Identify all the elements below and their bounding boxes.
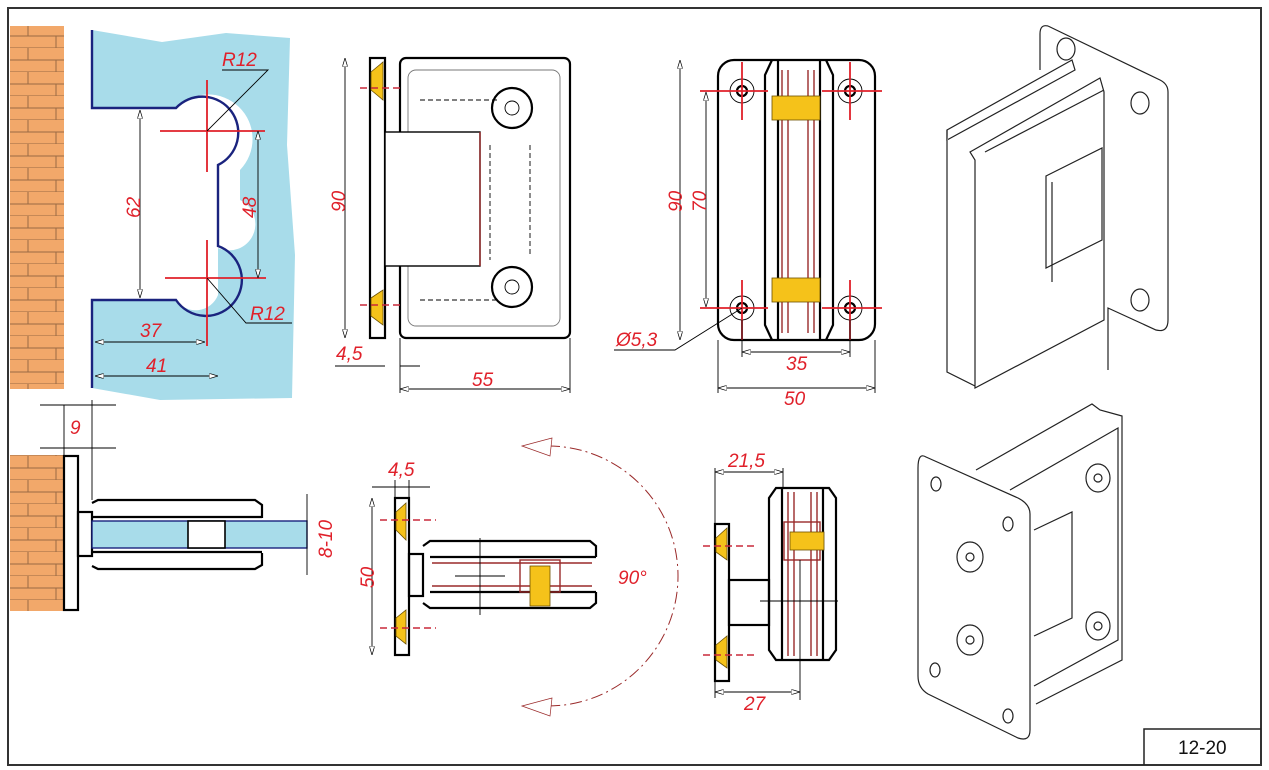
wall-brick-bottom <box>10 455 64 611</box>
dim-front-plate-thickness: 4,5 <box>336 344 363 365</box>
dim-opening-angle: 90° <box>618 568 647 589</box>
sheet-number: 12-20 <box>1178 738 1227 759</box>
dim-edge-to-slot: 41 <box>146 356 167 377</box>
side-view: 90 70 Ø5,3 35 50 <box>614 58 882 410</box>
dim-offset-to-glass-center: 27 <box>743 694 767 715</box>
dim-hole-spacing: 48 <box>240 196 261 218</box>
dim-edge-to-center: 37 <box>140 321 163 342</box>
dim-rotation-plate-width: 50 <box>358 566 379 588</box>
isometric-front-view <box>917 403 1123 740</box>
sheet-border <box>7 7 1262 766</box>
dim-side-hole-spacing-horizontal: 35 <box>786 354 808 375</box>
dim-offset-to-clamp: 21,5 <box>727 451 765 472</box>
dim-front-height: 90 <box>329 190 350 212</box>
wall-brick-top <box>10 26 64 389</box>
front-view: 90 4,5 55 <box>329 56 572 393</box>
dim-rotation-plate-thickness: 4,5 <box>388 460 415 481</box>
isometric-rear-view <box>946 25 1169 389</box>
glass-panel-cutout <box>92 30 295 400</box>
dim-front-width: 55 <box>472 370 494 391</box>
dim-glass-thickness: 8-10 <box>316 520 337 558</box>
glass-cutout-view: R12 R12 62 48 37 41 <box>10 26 295 400</box>
dim-hole-diameter: Ø5,3 <box>615 330 658 351</box>
dim-radius-bottom: R12 <box>250 304 285 325</box>
end-view: 21,5 27 <box>703 451 838 715</box>
dim-side-hole-spacing-vertical: 70 <box>690 190 711 212</box>
top-section-view: 9 8-10 <box>10 400 337 612</box>
dim-cutout-height: 62 <box>124 196 145 218</box>
rotation-view: 4,5 50 90° <box>358 437 679 717</box>
dim-side-height: 90 <box>666 190 687 212</box>
dim-radius-top: R12 <box>222 50 257 71</box>
dim-wall-gap: 9 <box>70 418 81 439</box>
sheet-number-box: 12-20 <box>1143 728 1261 765</box>
dim-side-width: 50 <box>784 389 806 410</box>
